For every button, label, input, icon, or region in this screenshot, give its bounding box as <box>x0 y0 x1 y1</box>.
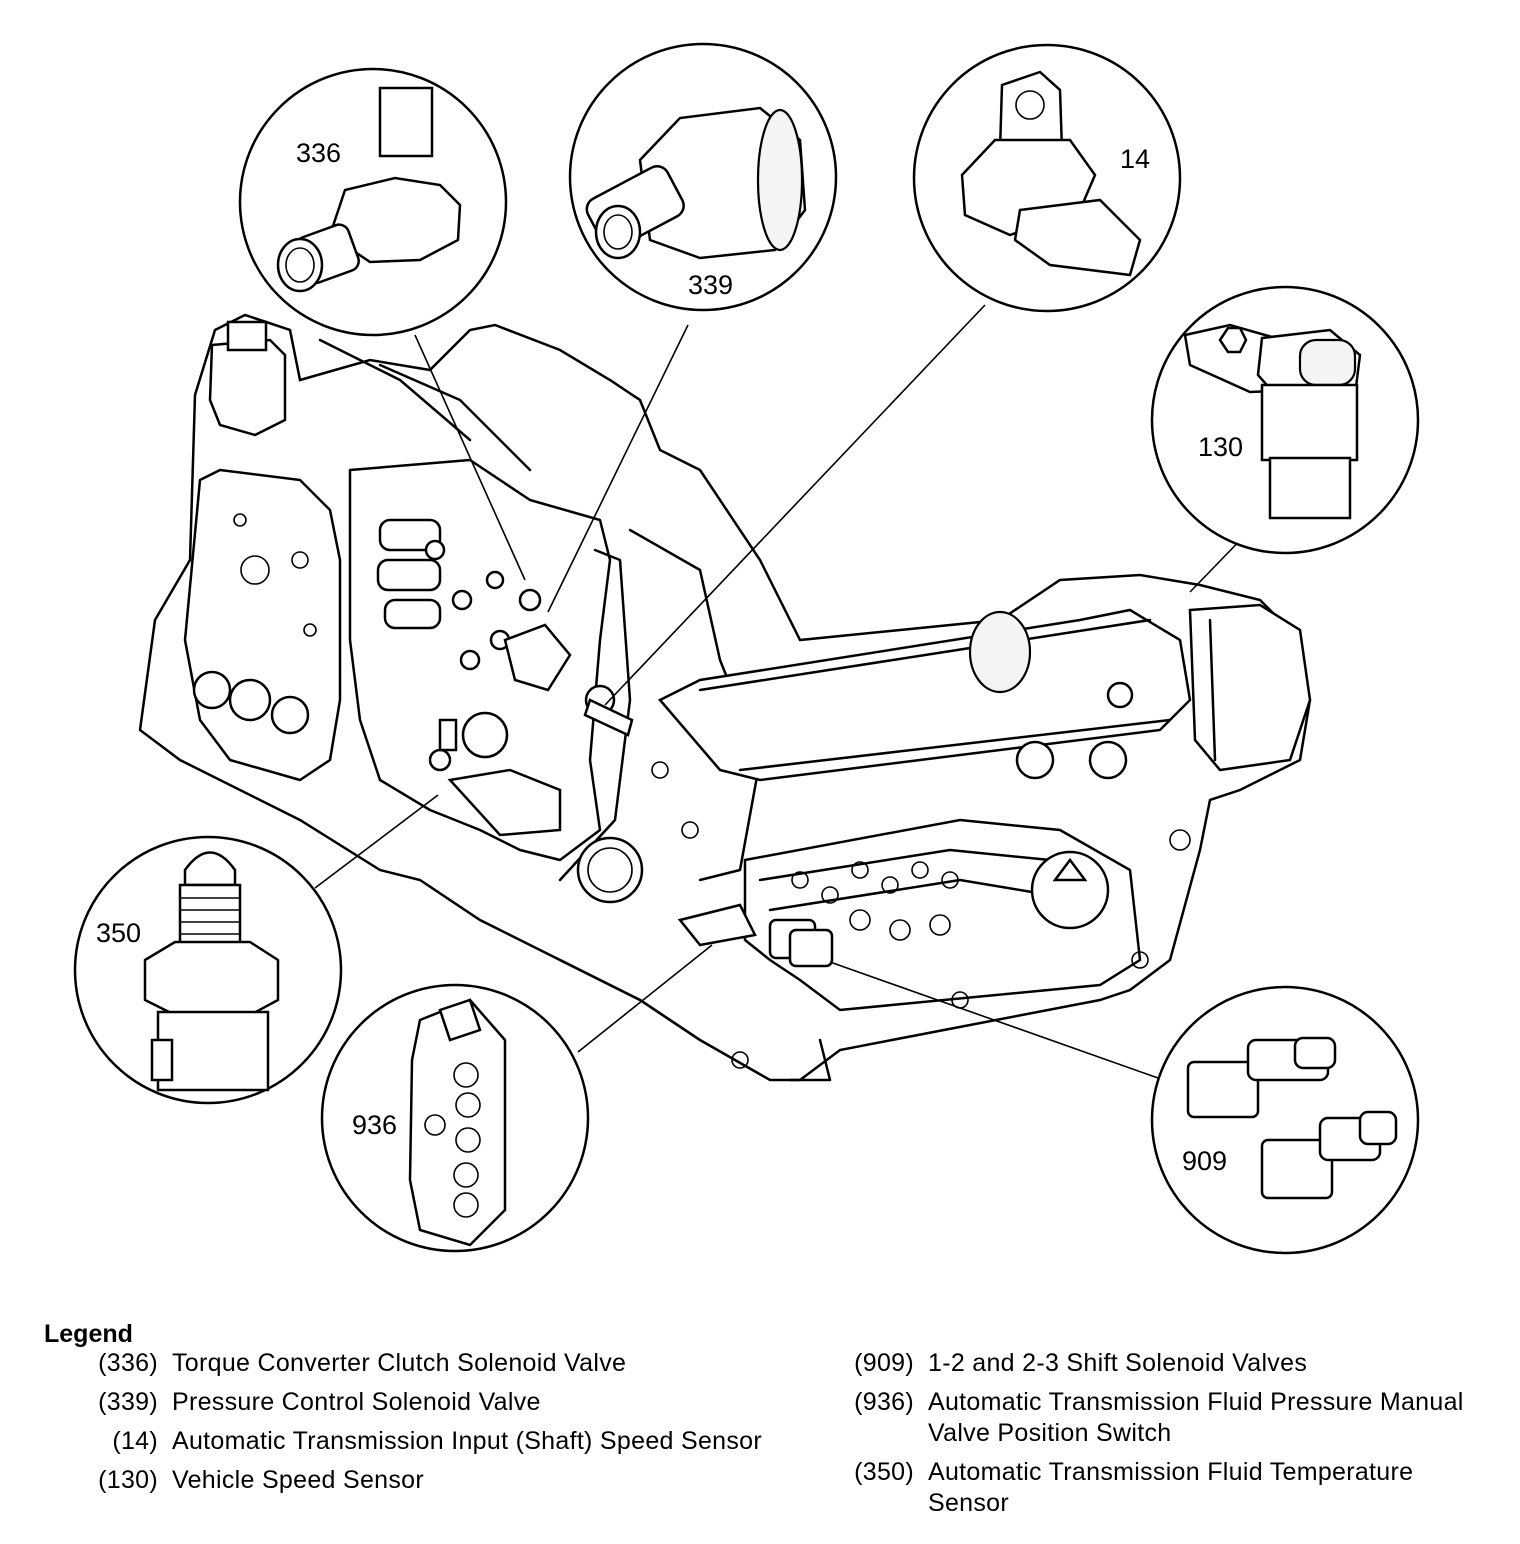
legend-text: Pressure Control Solenoid Valve <box>172 1388 541 1416</box>
transmission-housing <box>138 313 1312 1082</box>
legend-text: Torque Converter Clutch Solenoid Valve <box>172 1349 627 1377</box>
legend-item: (336) Torque Converter Clutch Solenoid V… <box>70 1348 790 1379</box>
callout-909: 909 <box>1150 985 1420 1255</box>
legend-item: (909) 1-2 and 2-3 Shift Solenoid Valves <box>826 1348 1486 1379</box>
legend-number: (339) <box>98 1388 158 1416</box>
callout-339: 339 <box>568 42 838 312</box>
legend-item: (130) Vehicle Speed Sensor <box>70 1465 790 1496</box>
legend: Legend (336) Torque Converter Clutch Sol… <box>40 1318 1490 1528</box>
callout-label-336: 336 <box>296 138 341 168</box>
legend-number: (336) <box>98 1349 158 1377</box>
callout-label-936: 936 <box>352 1110 397 1140</box>
legend-text: Automatic Transmission Input (Shaft) Spe… <box>172 1427 762 1455</box>
callout-label-909: 909 <box>1182 1146 1227 1176</box>
callout-label-14: 14 <box>1120 144 1150 174</box>
legend-item: (339) Pressure Control Solenoid Valve <box>70 1387 790 1418</box>
callout-14: 14 <box>912 43 1182 313</box>
legend-text: Automatic Transmission Fluid Temperature… <box>928 1458 1414 1517</box>
legend-number: (909) <box>854 1349 914 1377</box>
legend-number: (350) <box>854 1458 914 1486</box>
legend-item: (936) Automatic Transmission Fluid Press… <box>826 1387 1486 1449</box>
legend-text: Automatic Transmission Fluid Pressure Ma… <box>928 1388 1464 1447</box>
legend-text: Vehicle Speed Sensor <box>172 1466 425 1494</box>
callout-130: 130 <box>1150 285 1420 555</box>
callout-label-339: 339 <box>688 270 733 300</box>
legend-column-left: (336) Torque Converter Clutch Solenoid V… <box>70 1348 790 1504</box>
callout-label-130: 130 <box>1198 432 1243 462</box>
legend-item: (350) Automatic Transmission Fluid Tempe… <box>826 1457 1486 1519</box>
legend-column-right: (909) 1-2 and 2-3 Shift Solenoid Valves … <box>826 1348 1486 1527</box>
transmission-component-diagram: 336 339 14 130 <box>73 42 1420 1255</box>
callout-936: 936 <box>320 983 590 1253</box>
callout-350: 350 <box>73 835 343 1105</box>
legend-text: 1-2 and 2-3 Shift Solenoid Valves <box>928 1349 1308 1377</box>
legend-number: (936) <box>854 1388 914 1416</box>
legend-title: Legend <box>44 1320 133 1348</box>
callout-336: 336 <box>238 67 508 337</box>
legend-item: (14) Automatic Transmission Input (Shaft… <box>70 1426 790 1457</box>
callout-label-350: 350 <box>96 918 141 948</box>
legend-number: (14) <box>112 1427 158 1455</box>
legend-number: (130) <box>98 1466 158 1494</box>
